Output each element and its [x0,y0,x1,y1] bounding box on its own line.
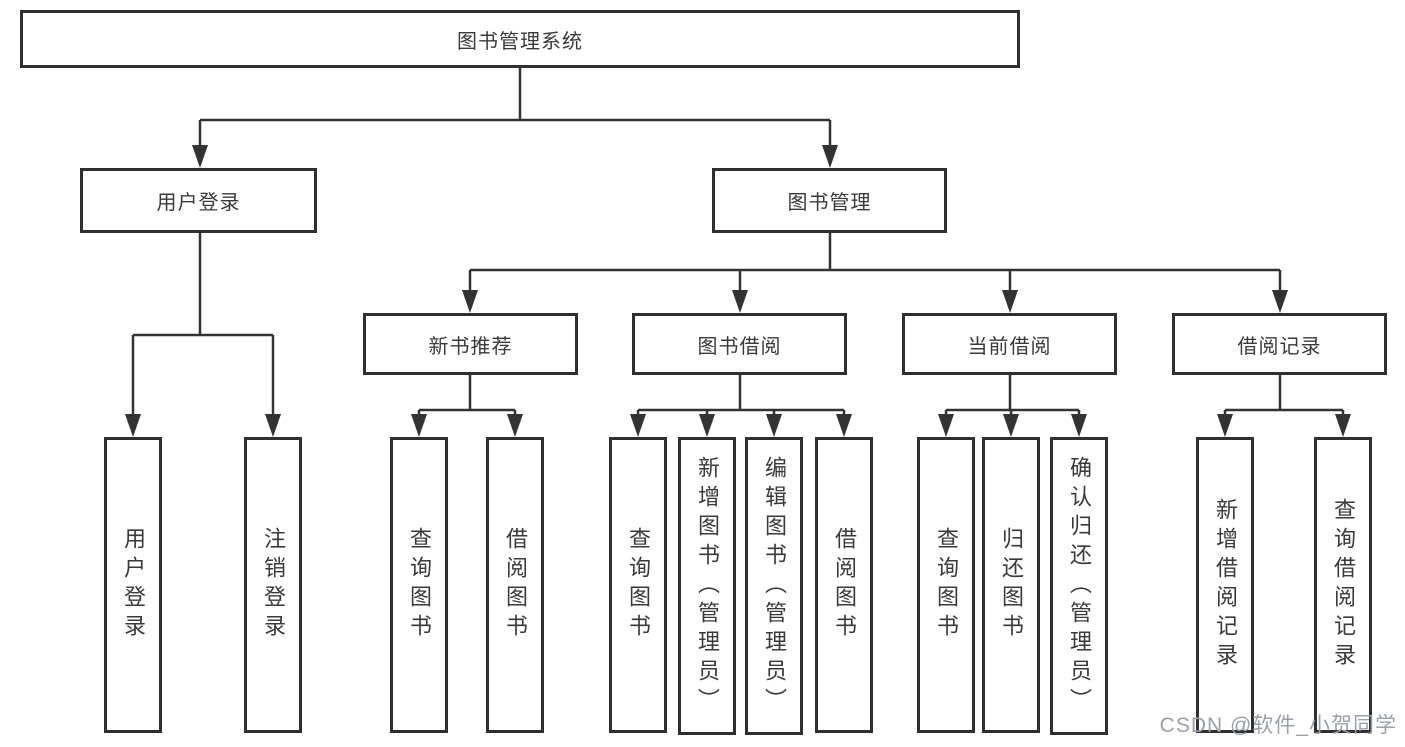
node-label: 新增借阅记录 [1213,498,1238,672]
leaf-confirm-return-admin: 确认归还（管理员） [1050,437,1108,735]
node-label: 图书管理 [787,192,872,214]
node-label: 借阅图书 [832,527,857,643]
leaf-borrow-books-2: 借阅图书 [815,437,873,733]
csdn-watermark: CSDN @软件_小贺同学 [1159,714,1397,737]
leaf-logout: 注销登录 [244,437,302,733]
node-label: 借阅图书 [503,527,528,643]
leaf-add-borrow-record: 新增借阅记录 [1196,437,1254,733]
connector-new-book-to-leaves [417,375,517,416]
node-library-management-system: 图书管理系统 [20,10,1020,68]
node-user-login: 用户登录 [80,168,317,233]
leaf-query-books-1: 查询图书 [390,437,448,733]
arrow-down-icon [1217,414,1233,437]
arrow-down-icon [699,414,715,437]
node-new-book-recommendation: 新书推荐 [363,313,578,375]
node-label: 注销登录 [261,527,286,643]
node-label: 新书推荐 [428,335,513,358]
arrow-down-icon [192,145,208,168]
arrow-down-icon [265,414,281,437]
arrow-down-icon [1003,414,1019,437]
arrow-down-icon [938,414,954,437]
leaf-query-books-3: 查询图书 [917,437,975,733]
node-label: 用户登录 [121,527,146,643]
leaf-borrow-books-1: 借阅图书 [486,437,544,733]
node-label: 新增图书（管理员） [695,455,720,717]
leaf-add-books-admin: 新增图书（管理员） [678,437,736,735]
leaf-user-login: 用户登录 [104,437,162,733]
node-label: 确认归还（管理员） [1067,455,1092,717]
arrow-down-icon [125,414,141,437]
node-label: 图书管理系统 [457,30,583,53]
node-label: 用户登录 [156,192,241,214]
leaf-query-books-2: 查询图书 [609,437,667,733]
leaf-edit-books-admin: 编辑图书（管理员） [745,437,803,735]
arrow-down-icon [1272,290,1288,313]
leaf-return-books: 归还图书 [982,437,1040,733]
connector-book-borrow-to-leaves [636,375,846,416]
node-label: 编辑图书（管理员） [762,455,787,717]
connector-borrow-records-to-leaves [1223,375,1345,416]
node-book-borrowing: 图书借阅 [632,313,847,375]
arrow-down-icon [766,414,782,437]
node-label: 查询图书 [407,527,432,643]
arrow-down-icon [822,145,838,168]
node-label: 查询图书 [626,527,651,643]
node-borrowing-records: 借阅记录 [1172,313,1387,375]
node-label: 归还图书 [999,527,1024,643]
connector-current-borrow-to-leaves [944,375,1081,416]
arrow-down-icon [411,414,427,437]
node-label: 查询图书 [934,527,959,643]
leaf-query-borrow-record: 查询借阅记录 [1314,437,1372,733]
node-book-management: 图书管理 [712,168,947,233]
node-label: 借阅记录 [1237,335,1322,358]
arrow-down-icon [732,290,748,313]
connector-user-login-to-leaves [131,233,275,416]
arrow-down-icon [1002,290,1018,313]
arrow-down-icon [1071,414,1087,437]
connector-book-management-to-level3 [468,233,1282,292]
node-current-borrowing: 当前借阅 [902,313,1117,375]
node-label: 图书借阅 [697,335,782,358]
arrow-down-icon [836,414,852,437]
connector-root-to-level2 [198,68,832,147]
arrow-down-icon [462,290,478,313]
node-label: 当前借阅 [967,335,1052,358]
arrow-down-icon [1335,414,1351,437]
node-label: 查询借阅记录 [1331,498,1356,672]
arrow-down-icon [507,414,523,437]
arrow-down-icon [630,414,646,437]
